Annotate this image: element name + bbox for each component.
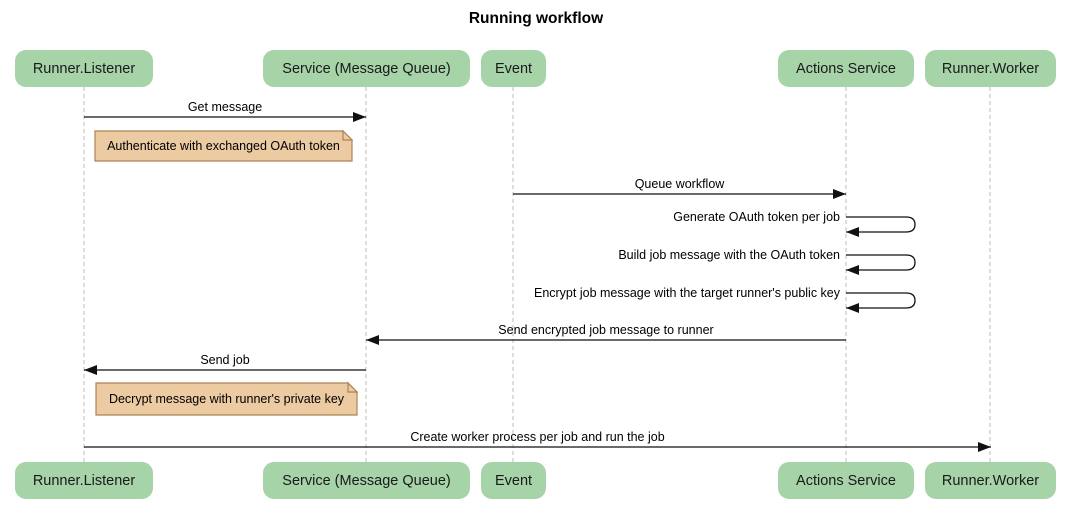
- note-fold-icon: [347, 381, 359, 393]
- note-authenticate-body: [94, 130, 353, 162]
- actor-actions-service-top: Actions Service: [778, 50, 914, 87]
- arrow-self-encrypt-job-message: [846, 292, 916, 313]
- actor-label: Event: [494, 472, 533, 489]
- arrow-self-build-job-message: [846, 254, 916, 275]
- actor-runner-worker-top: Runner.Worker: [925, 50, 1056, 87]
- actor-label: Runner.Worker: [941, 60, 1040, 77]
- actor-label: Runner.Worker: [941, 472, 1040, 489]
- actor-runner-listener-bottom: Runner.Listener: [15, 462, 153, 499]
- message-label-get-message: Get message: [187, 100, 263, 114]
- actor-service-message-queue-bottom: Service (Message Queue): [263, 462, 470, 499]
- actor-label: Runner.Listener: [32, 472, 136, 489]
- message-label-build-job-message: Build job message with the OAuth token: [618, 248, 840, 262]
- actor-runner-listener-top: Runner.Listener: [15, 50, 153, 87]
- note-label-decrypt: Decrypt message with runner's private ke…: [108, 392, 345, 406]
- message-label-encrypt-job-message: Encrypt job message with the target runn…: [533, 286, 840, 300]
- actor-label: Service (Message Queue): [282, 60, 451, 77]
- message-label-queue-workflow: Queue workflow: [634, 177, 725, 191]
- actor-service-message-queue-top: Service (Message Queue): [263, 50, 470, 87]
- actor-label: Actions Service: [796, 60, 896, 77]
- actor-label: Event: [494, 60, 533, 77]
- note-fold-icon: [342, 129, 354, 141]
- actor-label: Actions Service: [796, 472, 896, 489]
- actor-event-bottom: Event: [481, 462, 546, 499]
- arrow-self-generate-oauth-token: [846, 216, 916, 237]
- note-label-authenticate: Authenticate with exchanged OAuth token: [107, 139, 340, 153]
- message-label-create-worker-process: Create worker process per job and run th…: [410, 430, 665, 444]
- note-decrypt-body: [95, 382, 358, 416]
- actor-actions-service-bottom: Actions Service: [778, 462, 914, 499]
- diagram-title: Running workflow: [468, 10, 604, 27]
- message-label-send-job: Send job: [200, 353, 250, 367]
- actor-label: Service (Message Queue): [282, 472, 451, 489]
- actor-label: Runner.Listener: [32, 60, 136, 77]
- actor-runner-worker-bottom: Runner.Worker: [925, 462, 1056, 499]
- actor-event-top: Event: [481, 50, 546, 87]
- message-label-send-encrypted-job-message: Send encrypted job message to runner: [498, 323, 714, 337]
- message-label-generate-oauth-token: Generate OAuth token per job: [673, 210, 840, 224]
